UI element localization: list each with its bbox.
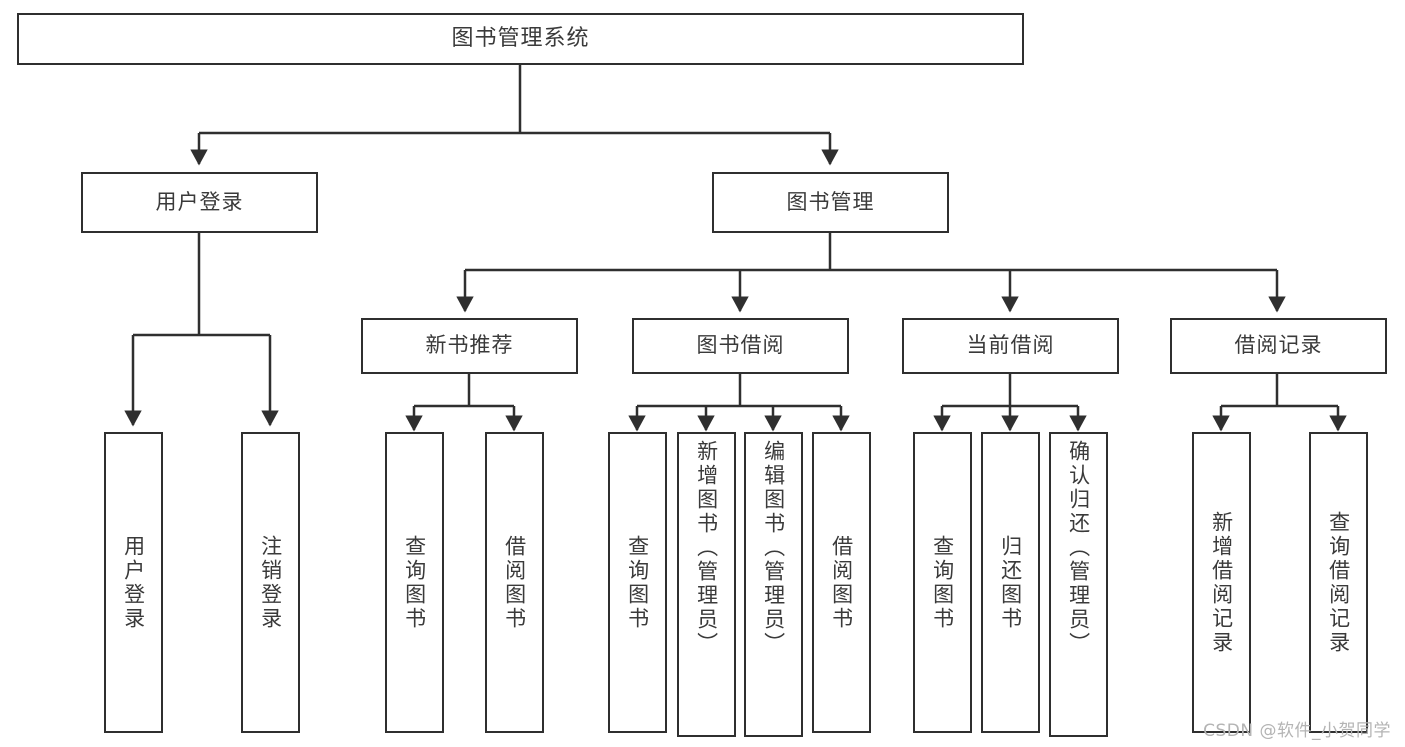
leaf-label: 新增图书（管理员）: [694, 440, 719, 656]
leaf-label: 注销登录: [258, 534, 283, 631]
node-book-management[interactable]: 图书管理: [712, 172, 949, 233]
leaf-label: 新增借阅记录: [1209, 510, 1234, 655]
node-current-borrow[interactable]: 当前借阅: [902, 318, 1119, 374]
leaf-borrow-edit-book-admin[interactable]: 编辑图书（管理员）: [744, 432, 803, 737]
leaf-label: 确认归还（管理员）: [1066, 440, 1091, 656]
leaf-label: 借阅图书: [829, 534, 854, 631]
leaf-borrow-borrow-book[interactable]: 借阅图书: [812, 432, 871, 733]
node-label: 图书管理: [786, 189, 875, 214]
leaf-record-query-record[interactable]: 查询借阅记录: [1309, 432, 1368, 733]
leaf-label: 借阅图书: [502, 534, 527, 631]
node-new-book-recommend[interactable]: 新书推荐: [361, 318, 578, 374]
leaf-borrow-add-book-admin[interactable]: 新增图书（管理员）: [677, 432, 736, 737]
leaf-label: 查询图书: [930, 534, 955, 631]
node-borrow-record[interactable]: 借阅记录: [1170, 318, 1387, 374]
node-user-login[interactable]: 用户登录: [81, 172, 318, 233]
node-root-book-management-system[interactable]: 图书管理系统: [17, 13, 1024, 65]
node-label: 图书管理系统: [451, 25, 590, 51]
leaf-borrow-query-book[interactable]: 查询图书: [608, 432, 667, 733]
leaf-label: 查询借阅记录: [1326, 510, 1351, 655]
leaf-label: 归还图书: [998, 534, 1023, 631]
node-label: 借阅记录: [1234, 333, 1323, 358]
node-label: 用户登录: [155, 189, 244, 214]
leaf-label: 用户登录: [121, 534, 146, 631]
leaf-user-login-logout[interactable]: 注销登录: [241, 432, 300, 733]
leaf-label: 查询图书: [625, 534, 650, 631]
leaf-current-confirm-return-admin[interactable]: 确认归还（管理员）: [1049, 432, 1108, 737]
node-label: 当前借阅: [966, 333, 1055, 358]
csdn-watermark: CSDN @软件_小贺同学: [1203, 721, 1391, 741]
node-label: 图书借阅: [696, 333, 785, 358]
leaf-label: 编辑图书（管理员）: [761, 440, 786, 656]
node-book-borrow[interactable]: 图书借阅: [632, 318, 849, 374]
leaf-record-add-record[interactable]: 新增借阅记录: [1192, 432, 1251, 733]
leaf-new-book-borrow[interactable]: 借阅图书: [485, 432, 544, 733]
node-label: 新书推荐: [425, 333, 514, 358]
leaf-current-query-book[interactable]: 查询图书: [913, 432, 972, 733]
leaf-label: 查询图书: [402, 534, 427, 631]
leaf-new-book-query[interactable]: 查询图书: [385, 432, 444, 733]
leaf-user-login-login[interactable]: 用户登录: [104, 432, 163, 733]
leaf-current-return-book[interactable]: 归还图书: [981, 432, 1040, 733]
